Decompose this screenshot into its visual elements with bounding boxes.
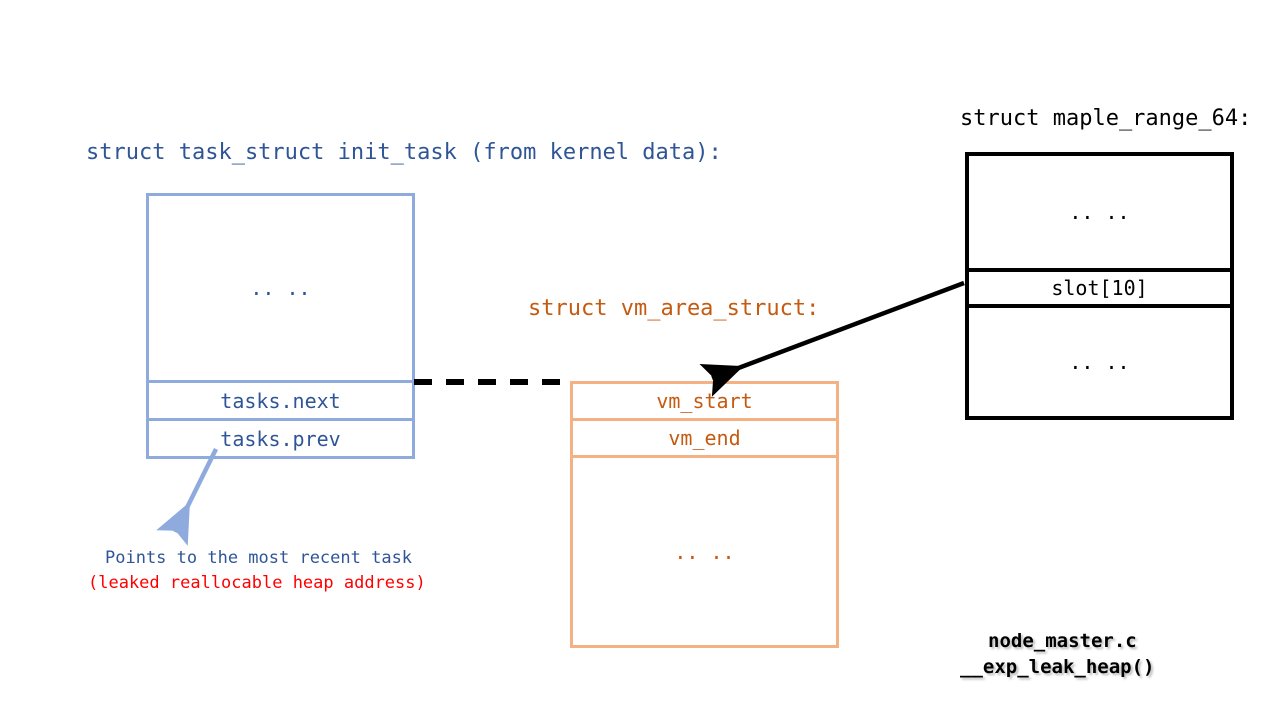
task-struct-row-tasks-next: tasks.next — [146, 380, 415, 421]
task-struct-row-tasks-prev: tasks.prev — [146, 418, 415, 459]
maple-row-slot-10: slot[10] — [965, 268, 1234, 308]
maple-range-64-title: struct maple_range_64: — [960, 106, 1252, 131]
annotation-line-2: (leaked reallocable heap address) — [88, 573, 426, 593]
maple-bottom-cell: .. .. — [965, 304, 1234, 420]
vma-row-vm-start: vm_start — [570, 381, 839, 421]
source-function-name: __exp_leak_heap() — [960, 656, 1155, 678]
vma-body-cell: .. .. — [570, 455, 839, 648]
vm-area-struct-box: vm_start vm_end .. .. — [570, 381, 839, 648]
vm-area-struct-title: struct vm_area_struct: — [528, 296, 820, 321]
task-struct-body-cell: .. .. — [146, 193, 415, 383]
annotation-line-1: Points to the most recent task — [105, 548, 413, 568]
source-file-name: node_master.c — [988, 630, 1137, 652]
maple-top-cell: .. .. — [965, 152, 1234, 272]
task-struct-title: struct task_struct init_task (from kerne… — [86, 140, 722, 165]
maple-range-64-box: .. .. slot[10] .. .. — [965, 152, 1234, 420]
task-struct-box: .. .. tasks.next tasks.prev — [146, 193, 415, 459]
arrow-tasks-prev-to-note — [156, 448, 219, 546]
vma-row-vm-end: vm_end — [570, 418, 839, 458]
